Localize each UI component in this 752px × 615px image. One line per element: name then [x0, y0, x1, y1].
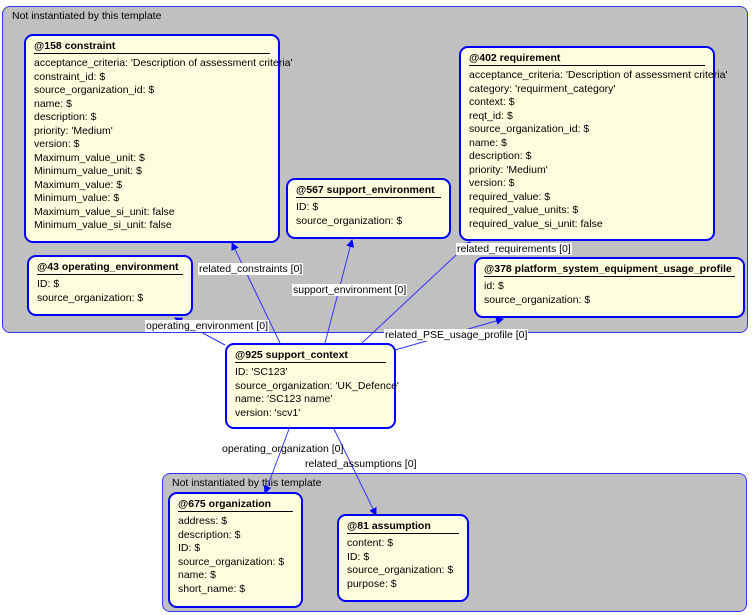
- node-attribute: source_organization: $: [296, 214, 403, 227]
- edge-related-constraints[interactable]: [231, 242, 281, 344]
- edge-label-related-constraints: related_constraints [0]: [198, 263, 304, 275]
- node-attribute: required_value_si_unit: false: [469, 217, 603, 230]
- node-attribute: priority: 'Medium': [34, 124, 113, 137]
- node-attribute: source_organization: $: [178, 555, 285, 568]
- edge-label-related-assumptions: related_assumptions [0]: [305, 458, 417, 470]
- node-attribute: context: $: [469, 96, 515, 108]
- node-attribute: ID: 'SC123': [235, 366, 288, 378]
- node-attribute: source_organization: 'UK_Defence': [235, 379, 399, 392]
- node-attribute: category: 'requirment_category': [469, 82, 616, 95]
- edge-label-operating-organization: operating_organization [0]: [222, 443, 344, 455]
- node-attribute: purpose: $: [347, 577, 397, 590]
- node-attribute: source_organization: $: [37, 291, 144, 304]
- node-attribute: name: $: [178, 569, 216, 581]
- node-title: @567 support_environment: [296, 184, 441, 198]
- node-attribute: version: $: [34, 138, 80, 150]
- node-attribute: source_organization: $: [484, 293, 591, 306]
- group-label: Not instantiated by this template: [172, 477, 322, 489]
- node-title: @158 constraint: [34, 40, 270, 54]
- node-platform-system-equipment-usage-profile[interactable]: @378 platform_system_equipment_usage_pro…: [474, 257, 745, 318]
- node-title: @378 platform_system_equipment_usage_pro…: [484, 263, 735, 277]
- edge-related-assumptions[interactable]: [333, 428, 377, 516]
- node-attribute: source_organization_id: $: [34, 84, 155, 96]
- node-attribute: Maximum_value_unit: $: [34, 151, 145, 164]
- node-attribute: ID: $: [296, 201, 319, 213]
- attribute-list: id: $source_organization: $: [484, 280, 735, 307]
- node-attribute: Minimum_value: $: [34, 192, 120, 204]
- node-attribute: Minimum_value_si_unit: false: [34, 219, 172, 231]
- attribute-list: address: $description: $ID: $source_orga…: [178, 515, 293, 596]
- node-title: @43 operating_environment: [37, 261, 183, 275]
- node-constraint[interactable]: @158 constraint acceptance_criteria: 'De…: [24, 34, 293, 243]
- node-attribute: ID: $: [347, 550, 370, 563]
- node-attribute: acceptance_criteria: 'Description of ass…: [469, 69, 728, 81]
- node-attribute: Maximum_value_si_unit: false: [34, 205, 175, 218]
- node-attribute: content: $: [347, 537, 394, 549]
- node-attribute: name: 'SC123 name': [235, 393, 333, 405]
- node-attribute: name: $: [469, 136, 507, 149]
- node-attribute: name: $: [34, 97, 72, 110]
- attribute-list: acceptance_criteria: 'Description of ass…: [469, 69, 728, 231]
- edge-related-requirements[interactable]: [361, 241, 471, 344]
- node-attribute: reqt_id: $: [469, 109, 513, 122]
- node-title: @925 support_context: [235, 349, 386, 363]
- node-requirement[interactable]: @402 requirement acceptance_criteria: 'D…: [459, 46, 728, 241]
- node-operating-environment[interactable]: @43 operating_environment ID: $source_or…: [27, 255, 193, 316]
- node-attribute: description: $: [469, 150, 532, 162]
- node-attribute: id: $: [484, 280, 504, 292]
- node-attribute: version: 'scv1': [235, 406, 301, 419]
- node-support-environment[interactable]: @567 support_environment ID: $source_org…: [286, 178, 451, 239]
- node-attribute: priority: 'Medium': [469, 163, 548, 176]
- edge-label-operating-environment: operating_environment [0]: [145, 320, 269, 332]
- node-attribute: Maximum_value: $: [34, 178, 123, 191]
- node-support-context[interactable]: @925 support_context ID: 'SC123'source_o…: [225, 343, 399, 429]
- edge-label-support-environment: support_environment [0]: [292, 284, 408, 296]
- attribute-list: ID: $source_organization: $: [37, 278, 183, 305]
- node-attribute: source_organization: $: [347, 564, 454, 576]
- edge-label-related-requirements: related_requirements [0]: [456, 243, 572, 255]
- edge-operating-organization[interactable]: [263, 428, 290, 494]
- node-attribute: address: $: [178, 515, 228, 527]
- node-attribute: description: $: [178, 528, 241, 541]
- attribute-list: acceptance_criteria: 'Description of ass…: [34, 57, 293, 233]
- node-attribute: version: $: [469, 177, 515, 189]
- edge-label-related-pse-usage-profile: related_PSE_usage_profile [0]: [384, 329, 529, 341]
- node-attribute: source_organization_id: $: [469, 123, 590, 135]
- attribute-list: ID: 'SC123'source_organization: 'UK_Defe…: [235, 366, 399, 420]
- node-title: @675 organization: [178, 498, 293, 512]
- node-attribute: required_value_units: $: [469, 204, 579, 216]
- node-attribute: short_name: $: [178, 582, 246, 595]
- node-title: @402 requirement: [469, 52, 705, 66]
- node-attribute: ID: $: [37, 278, 60, 290]
- group-label: Not instantiated by this template: [12, 10, 162, 22]
- node-attribute: description: $: [34, 111, 97, 123]
- node-attribute: ID: $: [178, 542, 201, 554]
- node-attribute: constraint_id: $: [34, 70, 106, 83]
- node-assumption[interactable]: @81 assumption content: $ID: $source_org…: [337, 514, 469, 602]
- attribute-list: ID: $source_organization: $: [296, 201, 441, 228]
- node-organization[interactable]: @675 organization address: $description:…: [168, 492, 303, 608]
- node-attribute: required_value: $: [469, 190, 551, 203]
- node-attribute: Minimum_value_unit: $: [34, 165, 142, 177]
- node-title: @81 assumption: [347, 520, 459, 534]
- attribute-list: content: $ID: $source_organization: $pur…: [347, 537, 459, 591]
- node-attribute: acceptance_criteria: 'Description of ass…: [34, 57, 293, 69]
